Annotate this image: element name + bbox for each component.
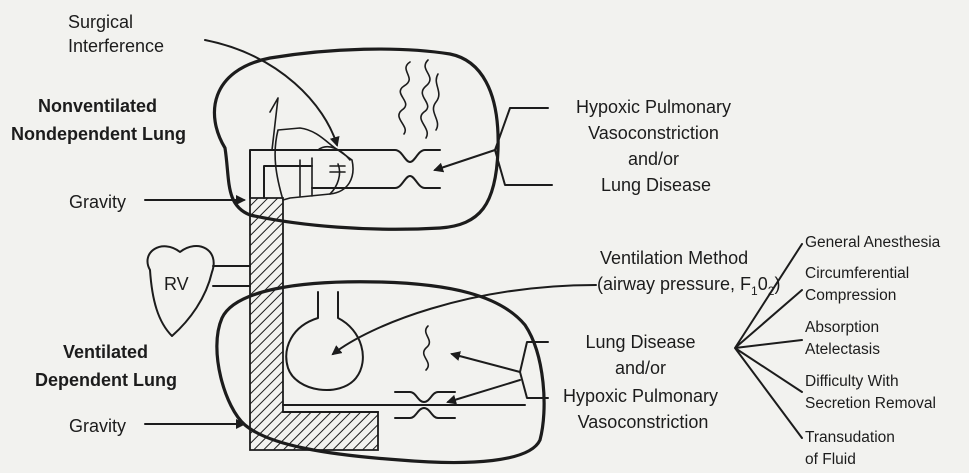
bottom-disease-squiggle (424, 326, 430, 370)
lung-disease-bottom-label: Lung Disease and/or Hypoxic Pulmonary Va… (563, 332, 723, 432)
cause-general-anesthesia: General Anesthesia (805, 234, 941, 251)
top-capillary (312, 150, 440, 188)
cause-transudation: Transudation of Fluid (805, 429, 899, 468)
cause-absorption-atelectasis: Absorption Atelectasis (805, 319, 883, 358)
gravity-bottom-label: Gravity (69, 416, 126, 436)
cause-secretion-removal: Difficulty With Secretion Removal (805, 373, 936, 412)
airway-pressure-label: (airway pressure, F102) (597, 274, 780, 298)
top-disease-squiggle-2 (421, 60, 430, 138)
nonventilated-line-2: Nondependent Lung (11, 124, 186, 144)
lung-disease-line-4: Vasoconstriction (578, 412, 709, 432)
nonventilated-label: Nonventilated Nondependent Lung (11, 96, 186, 144)
surgical-line-2: Interference (68, 36, 164, 56)
airway-pressure-text: (airway pressure, F (597, 274, 751, 294)
ventilated-label: Ventilated Dependent Lung (35, 342, 177, 390)
bottom-arrow-2 (448, 380, 520, 402)
surgical-line-1: Surgical (68, 12, 133, 32)
nonventilated-line-1: Nonventilated (38, 96, 157, 116)
surgical-label: Surgical Interference (68, 12, 164, 56)
hpv-top-line-4: Lung Disease (601, 175, 711, 195)
top-disease-squiggle-1 (399, 62, 410, 134)
fio2-o: 0 (758, 274, 768, 294)
hpv-top-arrow (435, 150, 495, 170)
ventilation-method-label: Ventilation Method (600, 248, 748, 268)
ventilated-line-2: Dependent Lung (35, 370, 177, 390)
gravity-top-label: Gravity (69, 192, 126, 212)
hpv-top-line-2: Vasoconstriction (588, 123, 719, 143)
top-disease-squiggle-3 (433, 74, 438, 130)
ventilated-line-1: Ventilated (63, 342, 148, 362)
fio2-close: ) (774, 274, 780, 294)
top-capillary-inner (330, 166, 345, 172)
lung-disease-line-2: and/or (615, 358, 666, 378)
surgical-arrow (205, 40, 337, 145)
lung-disease-line-1: Lung Disease (585, 332, 695, 352)
hpv-top-line-3: and/or (628, 149, 679, 169)
hpv-top-leader (495, 108, 552, 185)
bottom-arrow-1 (452, 354, 520, 372)
cause-circumferential-compression: Circumferential Compression (805, 265, 914, 304)
bottom-vessel (283, 405, 525, 412)
rv-label: RV (164, 274, 189, 294)
hpv-top-label: Hypoxic Pulmonary Vasoconstriction and/o… (576, 97, 736, 195)
hpv-top-line-1: Hypoxic Pulmonary (576, 97, 731, 117)
heart-connector (213, 266, 250, 286)
ventilation-arrow (333, 285, 596, 354)
lung-disease-line-3: Hypoxic Pulmonary (563, 386, 718, 406)
